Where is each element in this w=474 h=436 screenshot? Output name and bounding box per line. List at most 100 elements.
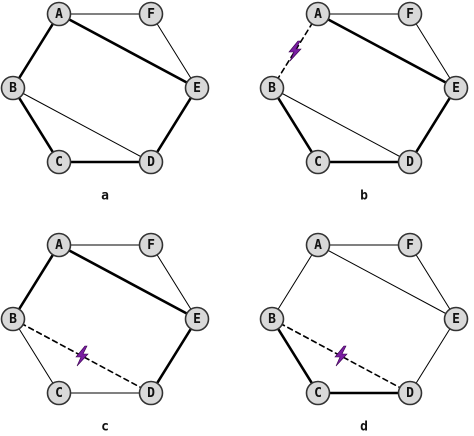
node-f: F bbox=[397, 1, 423, 27]
node-label: B bbox=[9, 81, 17, 96]
node-circle bbox=[138, 380, 164, 406]
node-label: D bbox=[406, 386, 414, 401]
node-d: D bbox=[138, 149, 164, 175]
node-circle bbox=[184, 75, 210, 101]
node-a: A bbox=[46, 1, 72, 27]
edge-e-d bbox=[149, 317, 199, 395]
edge-c-b bbox=[11, 86, 61, 164]
node-d: D bbox=[138, 380, 164, 406]
edge-f-e bbox=[150, 13, 198, 89]
edge-a-e bbox=[57, 243, 199, 321]
node-f: F bbox=[138, 1, 164, 27]
panel-c: A F E D C Bc bbox=[0, 232, 210, 435]
node-label: A bbox=[314, 238, 322, 253]
node-e: E bbox=[184, 75, 210, 101]
node-b: B bbox=[0, 306, 26, 332]
node-circle bbox=[305, 232, 331, 258]
edge-c-b bbox=[270, 317, 320, 395]
link-failure-bolt-icon bbox=[288, 40, 302, 62]
node-circle bbox=[397, 380, 423, 406]
node-label: B bbox=[268, 312, 276, 327]
node-label: F bbox=[147, 7, 155, 22]
edge-b-a bbox=[11, 243, 61, 321]
node-f: F bbox=[138, 232, 164, 258]
node-label: A bbox=[55, 238, 63, 253]
node-circle bbox=[138, 232, 164, 258]
edge-c-b bbox=[12, 318, 60, 394]
node-circle bbox=[0, 306, 26, 332]
node-label: D bbox=[406, 155, 414, 170]
edge-f-e bbox=[409, 13, 457, 89]
edge-b-a bbox=[11, 12, 61, 90]
node-a: A bbox=[46, 232, 72, 258]
node-label: E bbox=[193, 312, 201, 327]
node-circle bbox=[46, 1, 72, 27]
node-c: C bbox=[46, 149, 72, 175]
node-e: E bbox=[443, 75, 469, 101]
edge-c-b bbox=[270, 86, 320, 164]
node-circle bbox=[259, 306, 285, 332]
node-circle bbox=[259, 75, 285, 101]
node-c: C bbox=[46, 380, 72, 406]
node-label: C bbox=[314, 155, 322, 170]
link-failure-bolt-icon bbox=[334, 345, 348, 367]
edge-a-e bbox=[316, 12, 458, 90]
node-e: E bbox=[184, 306, 210, 332]
node-b: B bbox=[259, 306, 285, 332]
node-b: B bbox=[0, 75, 26, 101]
node-c: C bbox=[305, 149, 331, 175]
panel-caption: b bbox=[360, 189, 368, 204]
link-failure-bolt-icon bbox=[75, 345, 89, 367]
edge-b-d bbox=[12, 318, 152, 394]
node-label: E bbox=[452, 81, 460, 96]
edge-e-d bbox=[149, 86, 199, 164]
node-label: D bbox=[147, 386, 155, 401]
node-c: C bbox=[305, 380, 331, 406]
node-label: F bbox=[406, 238, 414, 253]
node-b: B bbox=[259, 75, 285, 101]
edge-f-e bbox=[409, 244, 457, 320]
node-circle bbox=[0, 75, 26, 101]
node-d: D bbox=[397, 149, 423, 175]
node-circle bbox=[46, 232, 72, 258]
node-a: A bbox=[305, 232, 331, 258]
edge-e-d bbox=[409, 318, 457, 394]
node-circle bbox=[397, 149, 423, 175]
panel-caption: d bbox=[360, 420, 368, 435]
edge-b-d bbox=[271, 318, 411, 394]
node-label: B bbox=[268, 81, 276, 96]
edge-a-e bbox=[317, 244, 457, 320]
edge-b-d bbox=[271, 87, 411, 163]
node-circle bbox=[184, 306, 210, 332]
panel-caption: a bbox=[101, 189, 109, 204]
node-label: A bbox=[314, 7, 322, 22]
node-label: E bbox=[193, 81, 201, 96]
node-circle bbox=[397, 232, 423, 258]
node-circle bbox=[443, 75, 469, 101]
panel-a: A F E D C Ba bbox=[0, 1, 210, 204]
node-a: A bbox=[305, 1, 331, 27]
node-label: E bbox=[452, 312, 460, 327]
node-label: C bbox=[314, 386, 322, 401]
node-label: F bbox=[406, 7, 414, 22]
panel-d: A F E D C Bd bbox=[259, 232, 469, 435]
edge-a-e bbox=[57, 12, 199, 90]
edge-b-a bbox=[271, 244, 319, 320]
node-label: A bbox=[55, 7, 63, 22]
node-label: C bbox=[55, 155, 63, 170]
node-e: E bbox=[443, 306, 469, 332]
node-circle bbox=[305, 1, 331, 27]
node-label: F bbox=[147, 238, 155, 253]
node-circle bbox=[397, 1, 423, 27]
node-circle bbox=[138, 1, 164, 27]
edge-f-e bbox=[150, 244, 198, 320]
node-circle bbox=[305, 149, 331, 175]
panel-caption: c bbox=[101, 420, 109, 435]
panel-b: A F E D C Bb bbox=[259, 1, 469, 204]
node-circle bbox=[138, 149, 164, 175]
edge-b-d bbox=[12, 87, 152, 163]
node-label: D bbox=[147, 155, 155, 170]
node-circle bbox=[305, 380, 331, 406]
